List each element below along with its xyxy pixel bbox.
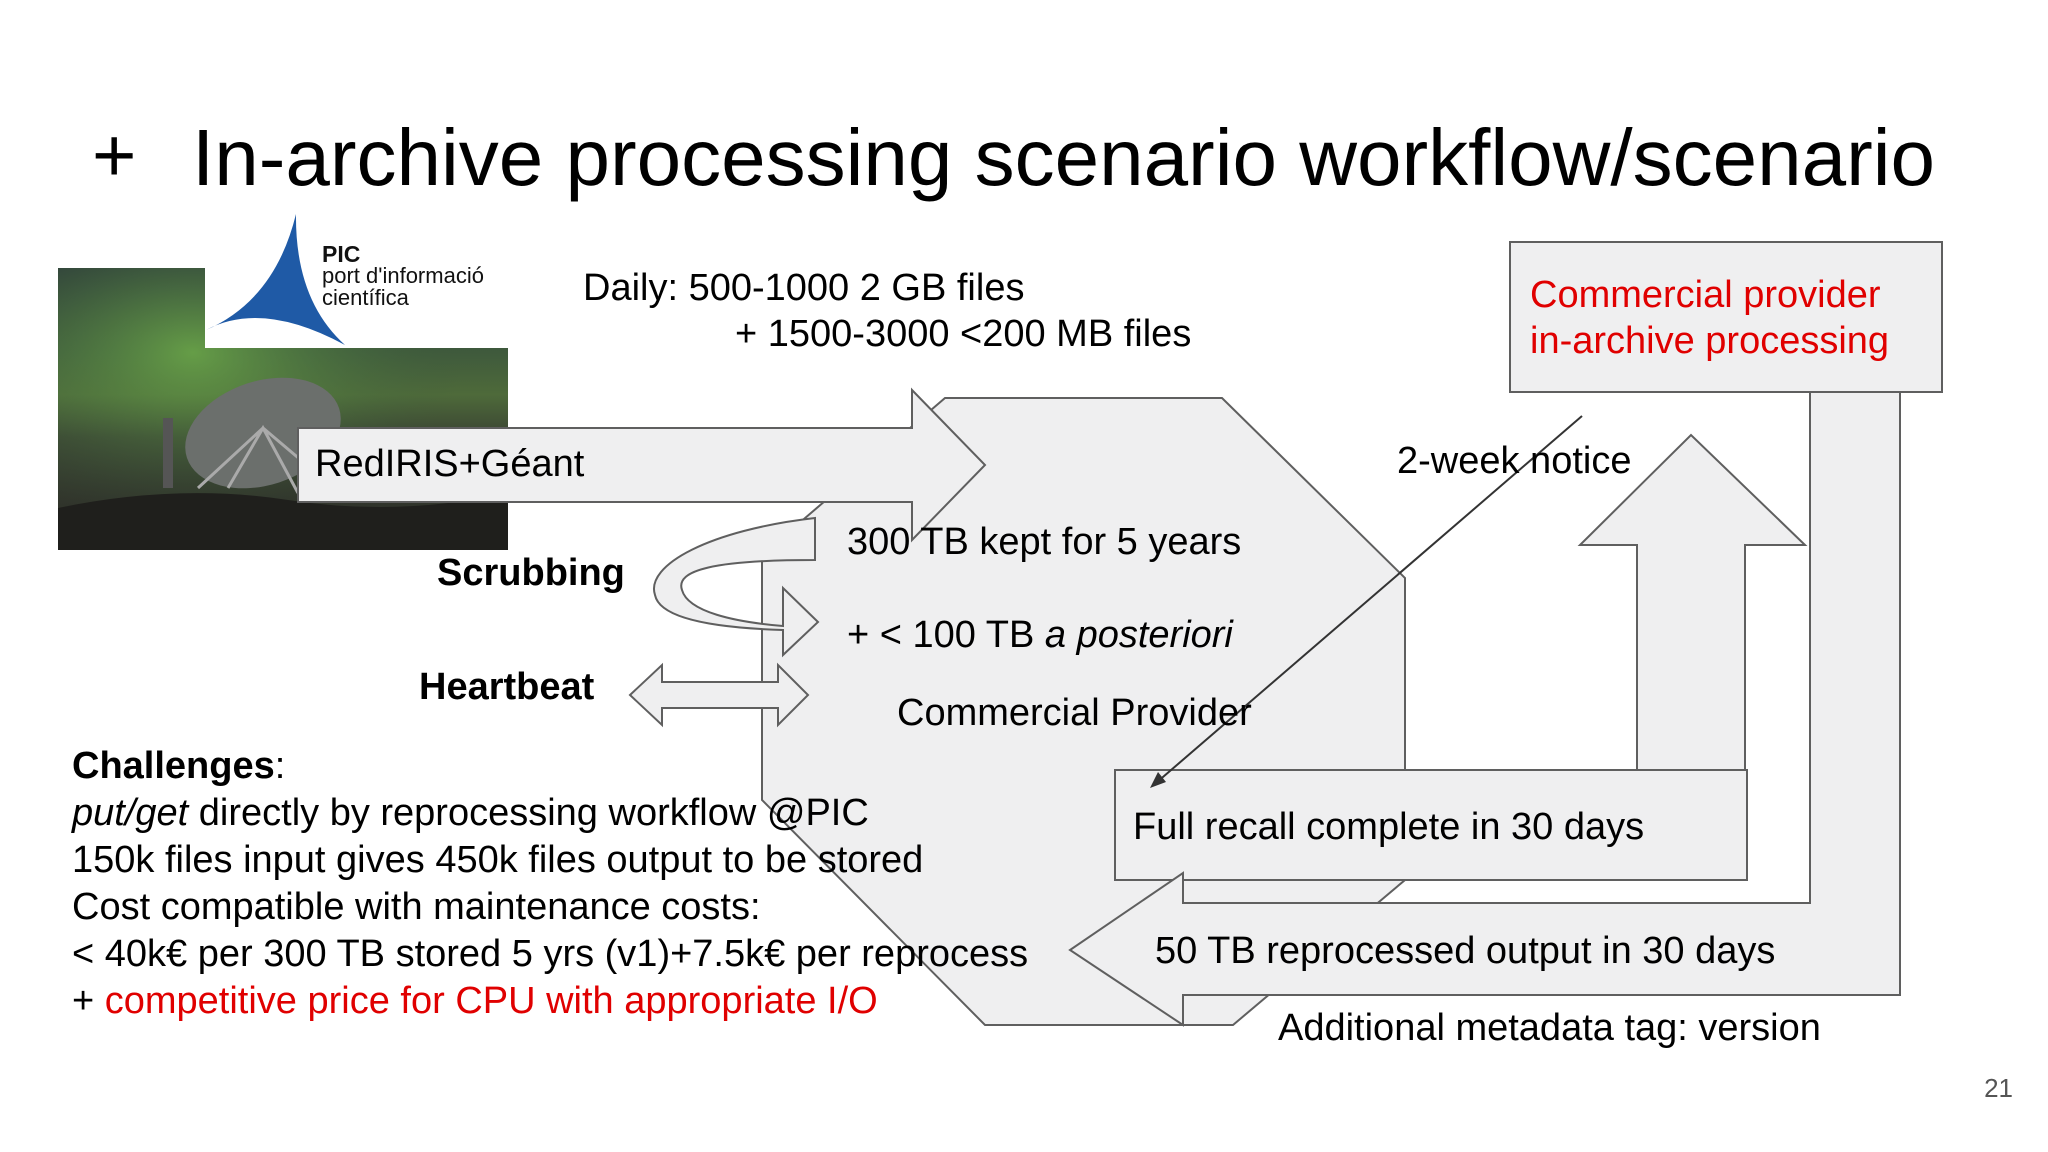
slide-title: In-archive processing scenario workflow/… bbox=[192, 113, 1935, 202]
two-week-notice-label: 2-week notice bbox=[1397, 440, 1632, 482]
kept-label: 300 TB kept for 5 years bbox=[847, 521, 1242, 563]
scrubbing-label: Scrubbing bbox=[437, 552, 625, 594]
posteriori-prefix: + < 100 TB bbox=[847, 614, 1045, 656]
pic-logo-line3: científica bbox=[322, 285, 409, 310]
daily-line1: Daily: 500-1000 2 GB files bbox=[583, 267, 1025, 309]
full-recall-label: Full recall complete in 30 days bbox=[1133, 806, 1645, 848]
posteriori-italic: a posteriori bbox=[1044, 614, 1233, 656]
slide-number: 21 bbox=[1984, 1073, 2013, 1103]
challenge-line1-rest: directly by reprocessing workflow @PIC bbox=[188, 792, 869, 834]
rediris-label: RedIRIS+Géant bbox=[315, 443, 585, 485]
challenge-line4: < 40k€ per 300 TB stored 5 yrs (v1)+7.5k… bbox=[72, 933, 1029, 975]
recall-up-arrow bbox=[1577, 433, 1808, 771]
pic-logo-line1: PIC bbox=[322, 241, 361, 267]
pic-logo-icon bbox=[206, 214, 345, 345]
pic-logo-text: PIC port d'informació científica bbox=[322, 243, 484, 309]
logo-card bbox=[205, 210, 510, 348]
reprocessed-label: 50 TB reprocessed output in 30 days bbox=[1155, 930, 1776, 972]
heartbeat-double-arrow bbox=[628, 662, 810, 728]
rediris-geant-arrow bbox=[297, 387, 987, 543]
challenge-line3: Cost compatible with maintenance costs: bbox=[72, 886, 761, 928]
challenges-heading-suffix: : bbox=[274, 745, 286, 787]
heartbeat-label: Heartbeat bbox=[419, 666, 595, 708]
full-recall-box bbox=[1114, 769, 1748, 881]
scrubbing-arrow bbox=[653, 516, 820, 658]
daily-line2: + 1500-3000 <200 MB files bbox=[735, 313, 1192, 355]
challenges-heading-text: Challenges bbox=[72, 745, 275, 787]
notice-arrow bbox=[1150, 415, 1583, 788]
challenge-line5-red: competitive price for CPU with appropria… bbox=[104, 980, 878, 1022]
posteriori-label: + < 100 TB a posteriori bbox=[847, 613, 1233, 659]
challenges-block: Challenges: put/get directly by reproces… bbox=[72, 743, 1028, 1025]
commercial-provider-label: Commercial Provider bbox=[897, 692, 1252, 734]
challenge-line2: 150k files input gives 450k files output… bbox=[72, 839, 924, 881]
reprocessed-return-arrow bbox=[1068, 384, 1901, 1027]
commercial-box-line1: Commercial provider bbox=[1530, 274, 1881, 316]
commercial-provider-box bbox=[1509, 241, 1943, 393]
challenge-line5: + competitive price for CPU with appropr… bbox=[72, 978, 1028, 1025]
challenge-line5-prefix: + bbox=[72, 980, 105, 1022]
pic-logo-line2: port d'informació bbox=[322, 263, 484, 288]
commercial-box-line2: in-archive processing bbox=[1530, 320, 1890, 362]
metadata-label: Additional metadata tag: version bbox=[1278, 1007, 1821, 1049]
challenge-line1: put/get directly by reprocessing workflo… bbox=[72, 790, 1028, 837]
title-bullet: + bbox=[92, 113, 137, 198]
challenges-heading: Challenges: bbox=[72, 743, 1028, 790]
challenge-line1-italic: put/get bbox=[72, 792, 189, 834]
